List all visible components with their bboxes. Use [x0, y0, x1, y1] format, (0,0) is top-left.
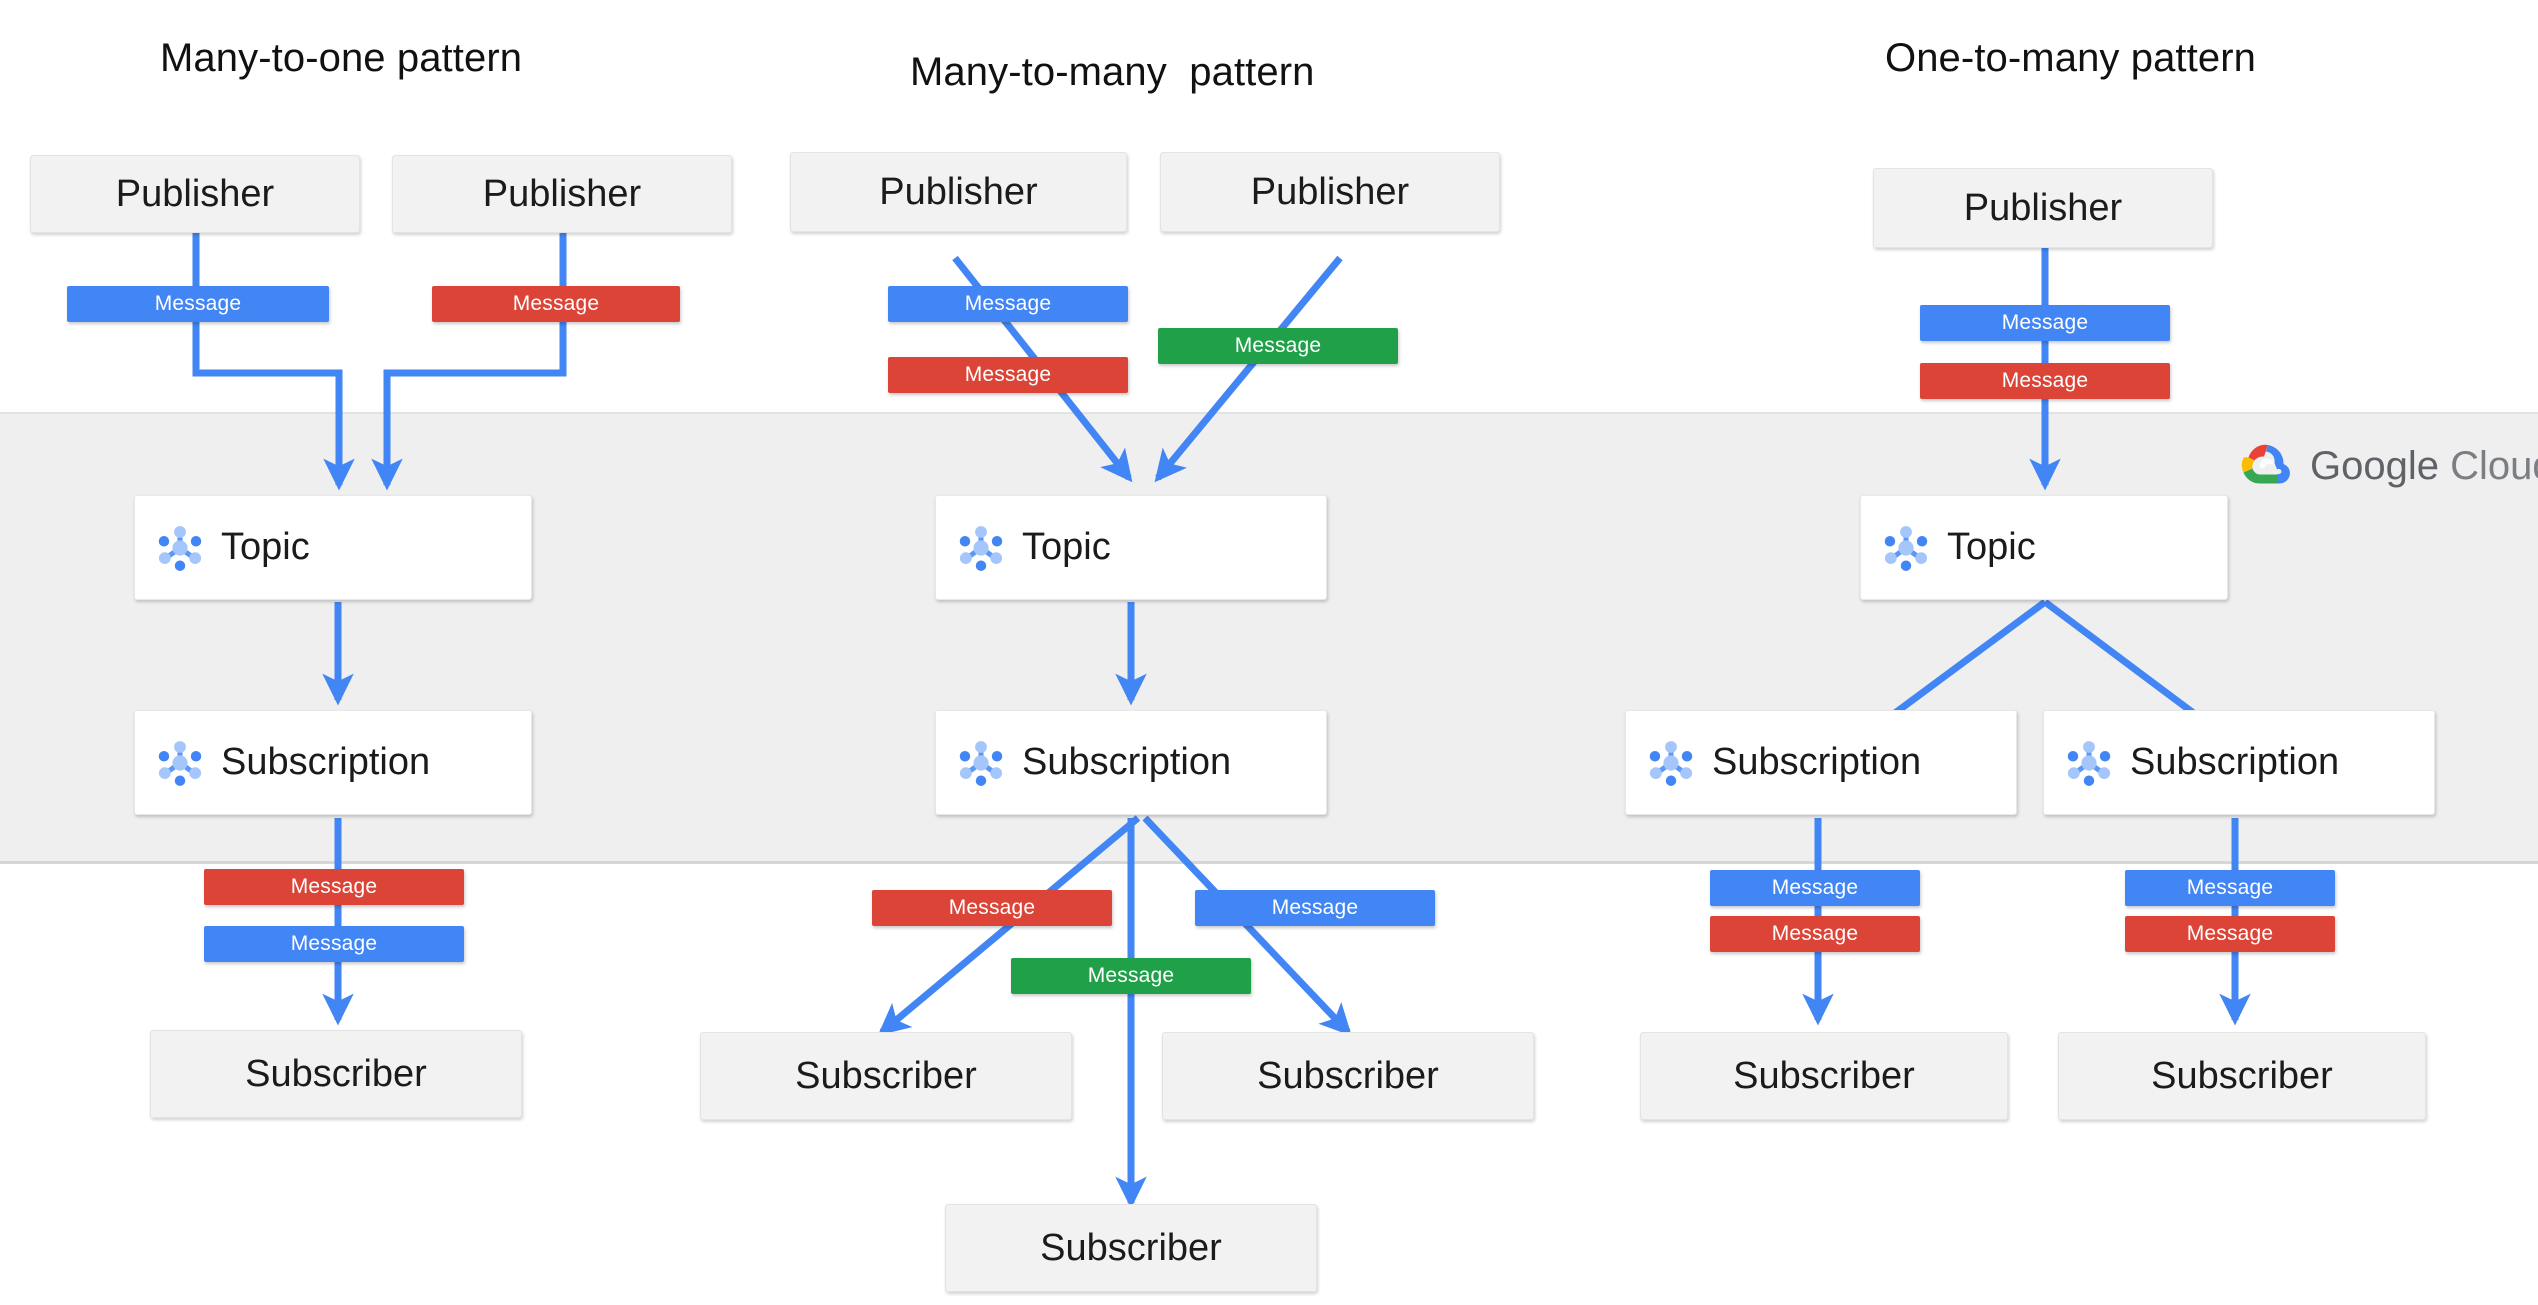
message-label: Message: [1271, 896, 1359, 919]
subscription-box[interactable]: Subscription: [935, 710, 1327, 815]
subscriber-box[interactable]: Subscriber: [945, 1204, 1317, 1292]
message-label: Message: [1087, 964, 1175, 987]
subscriber-label: Subscriber: [795, 1054, 977, 1097]
subscriber-label: Subscriber: [1040, 1226, 1222, 1269]
cloud-word: Cloud: [2450, 443, 2538, 488]
message-chip[interactable]: Message: [1710, 916, 1920, 952]
pubsub-subscription-icon: [1649, 740, 1693, 786]
subscriber-box[interactable]: Subscriber: [1640, 1032, 2008, 1120]
topic-box[interactable]: Topic: [134, 495, 532, 600]
pattern-title-many-to-many: Many-to-many pattern: [910, 50, 1315, 94]
message-chip[interactable]: Message: [872, 890, 1112, 926]
message-chip[interactable]: Message: [1920, 305, 2170, 341]
subscription-label: Subscription: [2130, 741, 2340, 783]
subscriber-box[interactable]: Subscriber: [1162, 1032, 1534, 1120]
message-chip[interactable]: Message: [204, 869, 464, 905]
topic-label: Topic: [221, 526, 310, 568]
subscriber-label: Subscriber: [1733, 1054, 1915, 1097]
message-label: Message: [1234, 334, 1322, 357]
pubsub-topic-icon: [158, 525, 202, 571]
pubsub-subscription-icon: [959, 740, 1003, 786]
pubsub-subscription-icon: [2067, 740, 2111, 786]
topic-box[interactable]: Topic: [1860, 495, 2228, 600]
pubsub-subscription-icon: [158, 740, 202, 786]
google-cloud-lockup: Google Cloud: [2238, 443, 2538, 489]
message-chip[interactable]: Message: [432, 286, 680, 322]
pubsub-topic-icon: [1884, 525, 1928, 571]
topic-label: Topic: [1947, 526, 2036, 568]
subscriber-label: Subscriber: [2151, 1054, 2333, 1097]
subscriber-box[interactable]: Subscriber: [700, 1032, 1072, 1120]
subscription-box[interactable]: Subscription: [2043, 710, 2435, 815]
google-cloud-wordmark: Google Cloud: [2310, 444, 2538, 489]
publisher-box[interactable]: Publisher: [1873, 168, 2213, 248]
message-label: Message: [290, 932, 378, 955]
message-label: Message: [948, 896, 1036, 919]
message-chip[interactable]: Message: [888, 357, 1128, 393]
subscription-box[interactable]: Subscription: [134, 710, 532, 815]
publisher-box[interactable]: Publisher: [790, 152, 1127, 232]
google-word: Google: [2310, 443, 2439, 488]
message-chip[interactable]: Message: [2125, 870, 2335, 906]
pubsub-topic-icon: [959, 525, 1003, 571]
message-label: Message: [964, 363, 1052, 386]
publisher-label: Publisher: [1250, 170, 1410, 213]
message-chip[interactable]: Message: [2125, 916, 2335, 952]
message-label: Message: [154, 292, 242, 315]
message-label: Message: [2001, 311, 2089, 334]
message-chip[interactable]: Message: [1011, 958, 1251, 994]
message-label: Message: [2186, 922, 2274, 945]
topic-label: Topic: [1022, 526, 1111, 568]
subscription-label: Subscription: [1712, 741, 1922, 783]
topic-box[interactable]: Topic: [935, 495, 1327, 600]
message-chip[interactable]: Message: [204, 926, 464, 962]
publisher-label: Publisher: [482, 172, 642, 215]
message-label: Message: [290, 875, 378, 898]
publisher-box[interactable]: Publisher: [30, 155, 360, 233]
publisher-label: Publisher: [879, 170, 1038, 213]
message-label: Message: [2001, 369, 2089, 392]
pattern-title-one-to-many: One-to-many pattern: [1885, 36, 2256, 80]
message-chip[interactable]: Message: [1158, 328, 1398, 364]
message-label: Message: [1771, 922, 1859, 945]
subscriber-label: Subscriber: [1257, 1054, 1439, 1097]
subscriber-box[interactable]: Subscriber: [150, 1030, 522, 1118]
message-label: Message: [964, 292, 1052, 315]
message-chip[interactable]: Message: [67, 286, 329, 322]
message-chip[interactable]: Message: [1710, 870, 1920, 906]
message-label: Message: [512, 292, 600, 315]
google-cloud-logo-icon: [2241, 444, 2290, 484]
message-chip[interactable]: Message: [888, 286, 1128, 322]
subscriber-box[interactable]: Subscriber: [2058, 1032, 2426, 1120]
message-label: Message: [1771, 876, 1859, 899]
message-chip[interactable]: Message: [1920, 363, 2170, 399]
publisher-label: Publisher: [115, 172, 275, 215]
message-label: Message: [2186, 876, 2274, 899]
subscription-label: Subscription: [221, 741, 431, 783]
publisher-label: Publisher: [1963, 186, 2123, 229]
publisher-box[interactable]: Publisher: [392, 155, 732, 233]
message-chip[interactable]: Message: [1195, 890, 1435, 926]
pattern-title-many-to-one: Many-to-one pattern: [160, 36, 523, 80]
subscriber-label: Subscriber: [245, 1052, 427, 1095]
subscription-label: Subscription: [1022, 741, 1232, 783]
subscription-box[interactable]: Subscription: [1625, 710, 2017, 815]
publisher-box[interactable]: Publisher: [1160, 152, 1500, 232]
